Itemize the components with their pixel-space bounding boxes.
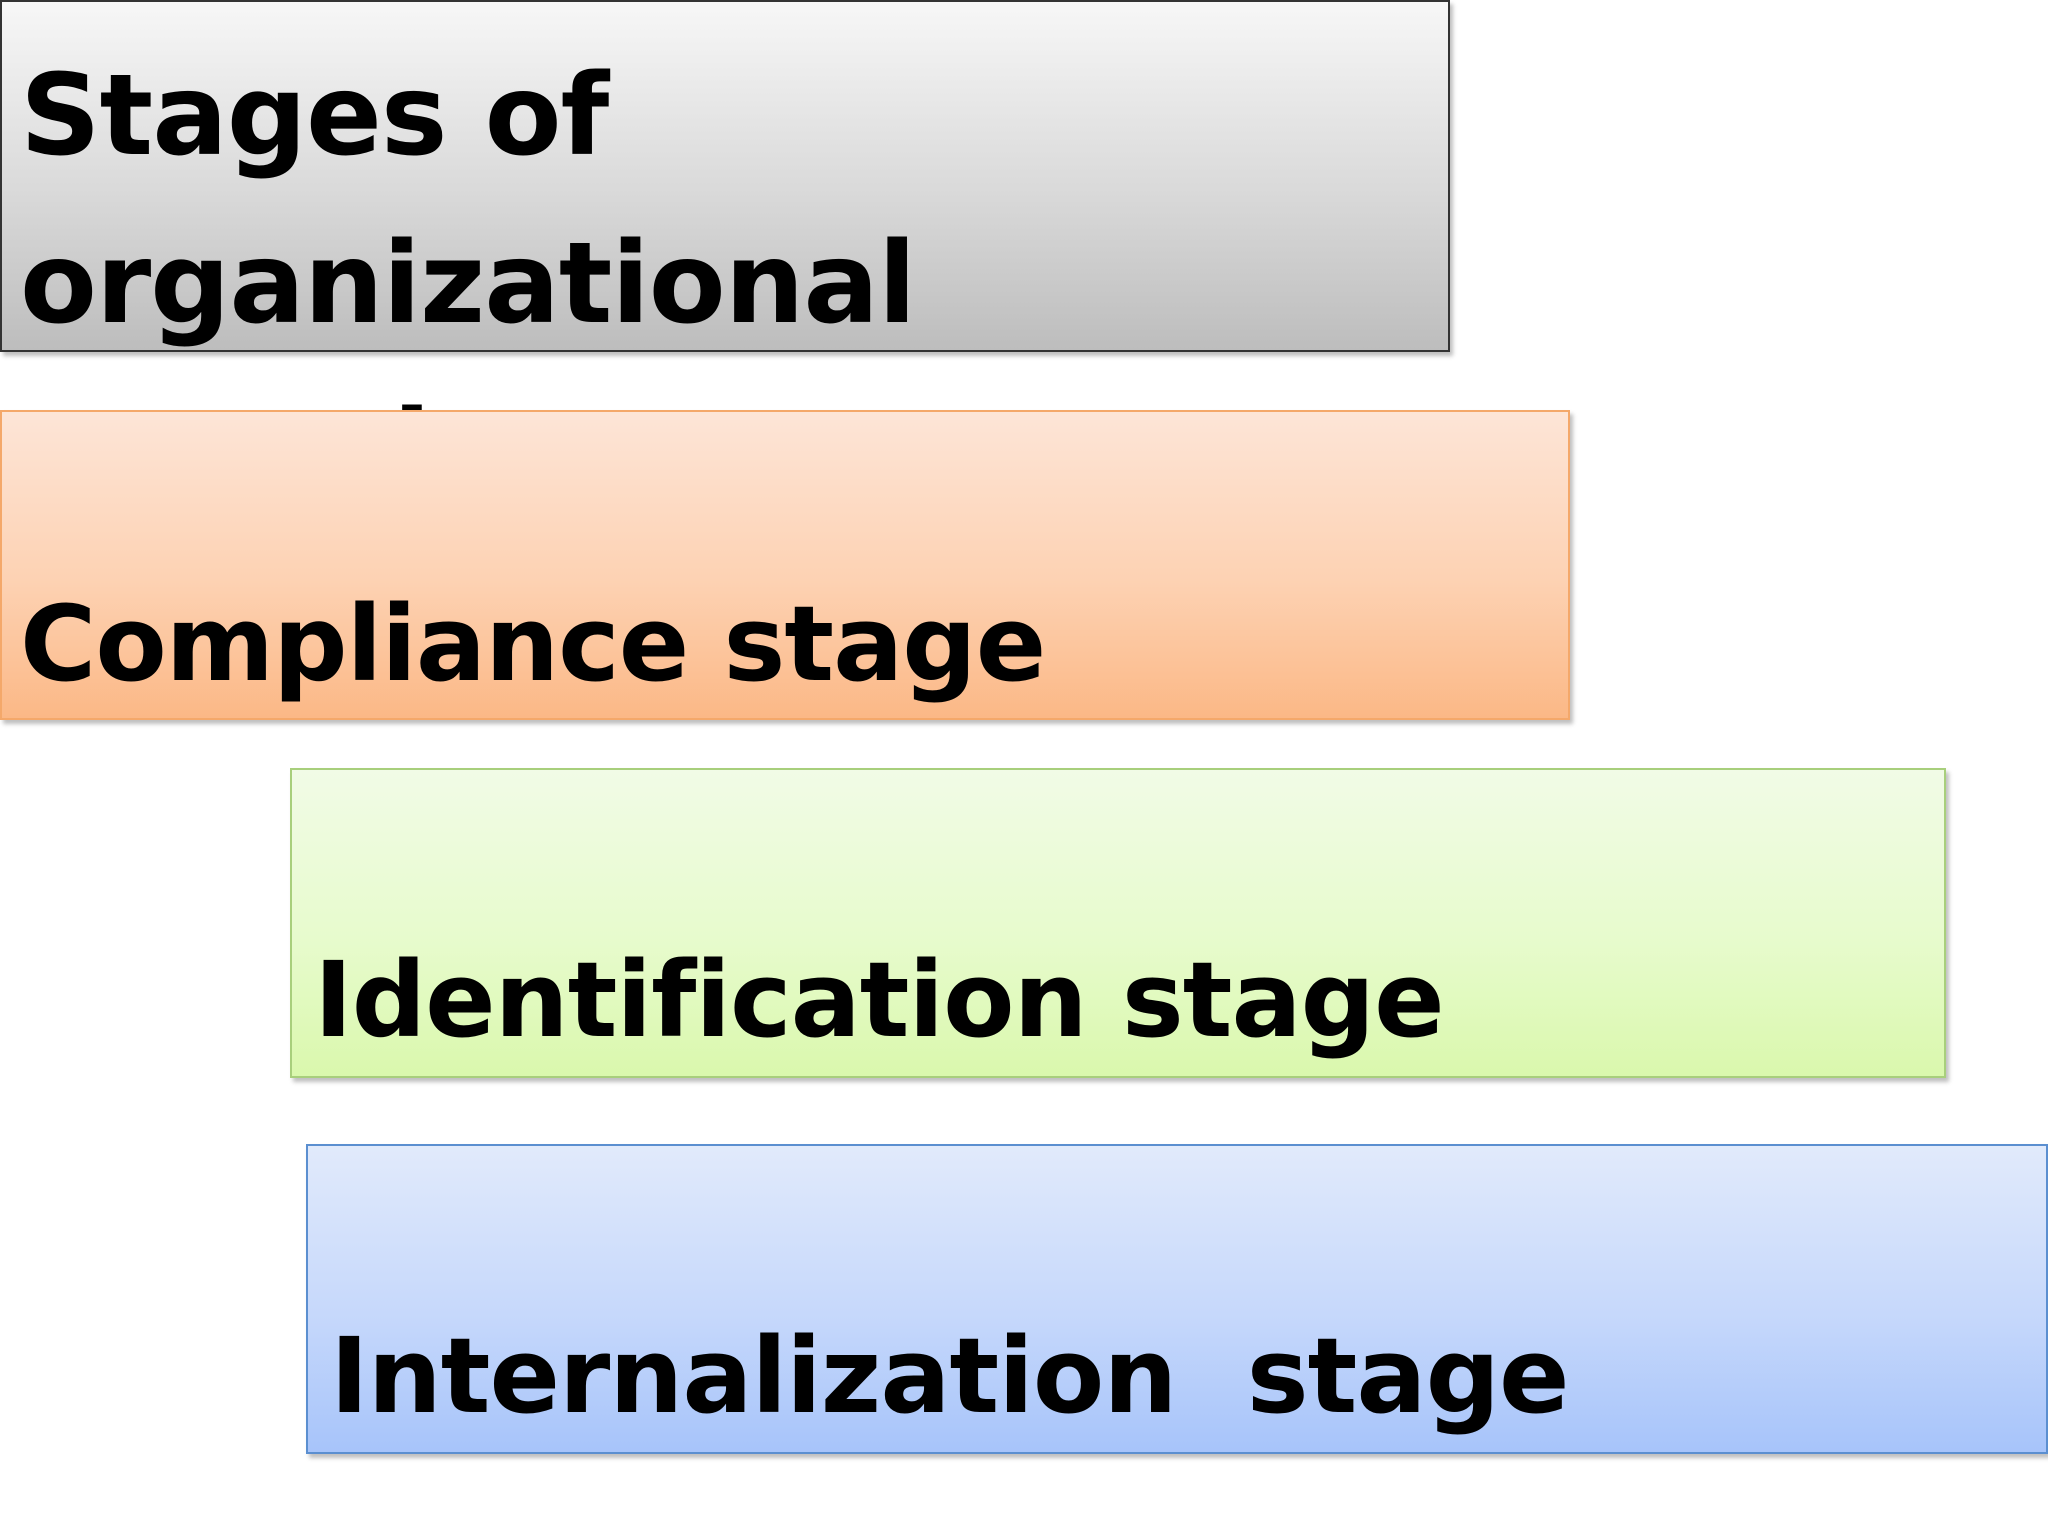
title-box: Stages of organizational commitment bbox=[0, 0, 1450, 517]
stage-label-internalization: Internalization stage bbox=[330, 1315, 1570, 1437]
stage-box-identification: Identification stage bbox=[290, 768, 1946, 1078]
stage-box-internalization: Internalization stage bbox=[306, 1144, 2048, 1454]
stage-label-identification: Identification stage bbox=[314, 939, 1445, 1061]
stage-label-compliance: Compliance stage bbox=[20, 583, 1046, 705]
stage-box-compliance: Compliance stage bbox=[0, 410, 1570, 720]
